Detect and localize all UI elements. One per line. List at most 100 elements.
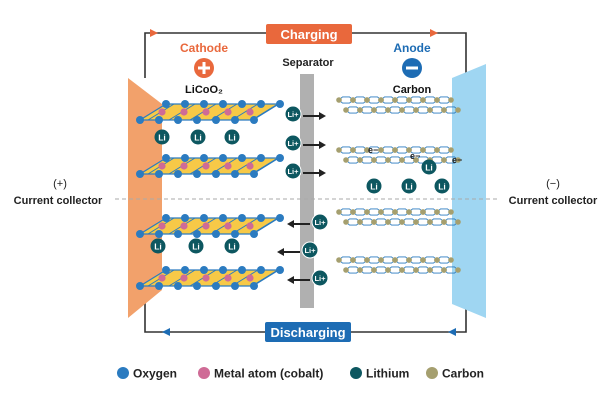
carbon-atom: [455, 107, 461, 113]
carbon-atom: [413, 219, 419, 225]
lithium-ion-migration: Li+Li+Li+Li+Li+Li+: [277, 105, 329, 287]
discharging-label: Discharging: [270, 325, 345, 340]
carbon-atom: [448, 209, 454, 215]
cathode-label: Cathode: [180, 41, 228, 55]
cobalt-atom: [180, 108, 188, 116]
carbon-atom: [427, 107, 433, 113]
oxygen-atom: [181, 266, 189, 274]
li-ion-label: Li+: [287, 167, 299, 176]
cobalt-atom: [180, 274, 188, 282]
oxygen-atom: [162, 214, 170, 222]
carbon-atom: [343, 267, 349, 273]
li-ion: Li+: [284, 134, 326, 152]
li-ion: Li+: [284, 162, 326, 180]
carbon-atom: [385, 157, 391, 163]
cobalt-atom: [158, 108, 166, 116]
oxygen-atom: [200, 100, 208, 108]
carbon-atom: [336, 257, 342, 263]
anode-label: Anode: [393, 41, 431, 55]
oxygen-atom: [193, 170, 201, 178]
oxygen-atom: [162, 154, 170, 162]
oxygen-atom: [174, 282, 182, 290]
oxygen-atom: [136, 116, 144, 124]
oxygen-atom: [155, 170, 163, 178]
oxygen-atom: [219, 214, 227, 222]
carbon-atom: [420, 147, 426, 153]
carbon-atom: [364, 147, 370, 153]
oxygen-atom: [193, 282, 201, 290]
cobalt-atom: [158, 274, 166, 282]
oxygen-atom: [238, 154, 246, 162]
oxygen-atom: [136, 230, 144, 238]
oxygen-atom: [257, 154, 265, 162]
right-collector-label: Current collector: [509, 195, 598, 207]
lithium-atom: Li: [401, 178, 417, 194]
legend-label: Metal atom (cobalt): [214, 367, 323, 381]
discharging-badge: Discharging: [265, 322, 351, 342]
cobalt-atom: [202, 162, 210, 170]
legend-swatch: [426, 367, 438, 379]
oxygen-atom: [231, 230, 239, 238]
oxygen-atom: [136, 170, 144, 178]
carbon-atom: [392, 97, 398, 103]
carbon-atom: [392, 257, 398, 263]
carbon-atom: [357, 267, 363, 273]
carbon-atom: [336, 209, 342, 215]
carbon-atom: [364, 209, 370, 215]
oxygen-atom: [174, 230, 182, 238]
carbon-atom: [399, 157, 405, 163]
oxygen-atom: [276, 154, 284, 162]
lithium-atom-label: Li: [194, 133, 202, 143]
left-polarity: (+): [53, 178, 67, 190]
oxygen-atom: [250, 230, 258, 238]
oxygen-atom: [257, 266, 265, 274]
carbon-atom: [371, 267, 377, 273]
carbon-atom: [406, 147, 412, 153]
minus-icon: [402, 58, 422, 78]
electron-label: e−: [410, 151, 420, 161]
legend-item: Oxygen: [117, 367, 177, 381]
lithium-atom-label: Li: [228, 242, 236, 252]
oxygen-atom: [212, 116, 220, 124]
lithium-atom-label: Li: [370, 182, 378, 192]
cobalt-atom: [180, 222, 188, 230]
oxygen-atom: [155, 230, 163, 238]
oxygen-atom: [155, 282, 163, 290]
cathode-material: LiCoO₂: [185, 84, 223, 96]
legend-item: Lithium: [350, 367, 409, 381]
oxygen-atom: [276, 214, 284, 222]
carbon-atom: [343, 157, 349, 163]
carbon-atom: [336, 147, 342, 153]
carbon-atom: [448, 257, 454, 263]
carbon-atom: [434, 257, 440, 263]
li-ion: Li+: [277, 241, 319, 259]
oxygen-atom: [212, 230, 220, 238]
legend-label: Lithium: [366, 367, 409, 381]
carbon-atom: [371, 157, 377, 163]
cathode-oxide-layer: [136, 100, 284, 124]
carbon-atom: [385, 219, 391, 225]
carbon-atom: [455, 219, 461, 225]
carbon-atom: [420, 97, 426, 103]
lithium-atom-label: Li: [228, 133, 236, 143]
carbon-atom: [364, 97, 370, 103]
charging-arrow-right: [430, 29, 438, 37]
graphite-layer: [336, 96, 461, 114]
charging-badge: Charging: [266, 24, 352, 44]
cobalt-atom: [202, 222, 210, 230]
legend-swatch: [117, 367, 129, 379]
oxygen-atom: [200, 154, 208, 162]
carbon-atom: [406, 257, 412, 263]
oxygen-atom: [276, 100, 284, 108]
oxygen-atom: [250, 116, 258, 124]
carbon-atom: [441, 107, 447, 113]
ion-arrow-left-icon: [277, 248, 300, 256]
cobalt-atom: [180, 162, 188, 170]
charging-label: Charging: [280, 27, 337, 42]
carbon-atom: [448, 147, 454, 153]
carbon-atom: [434, 209, 440, 215]
ion-arrow-right-icon: [303, 141, 326, 149]
carbon-atom: [343, 219, 349, 225]
